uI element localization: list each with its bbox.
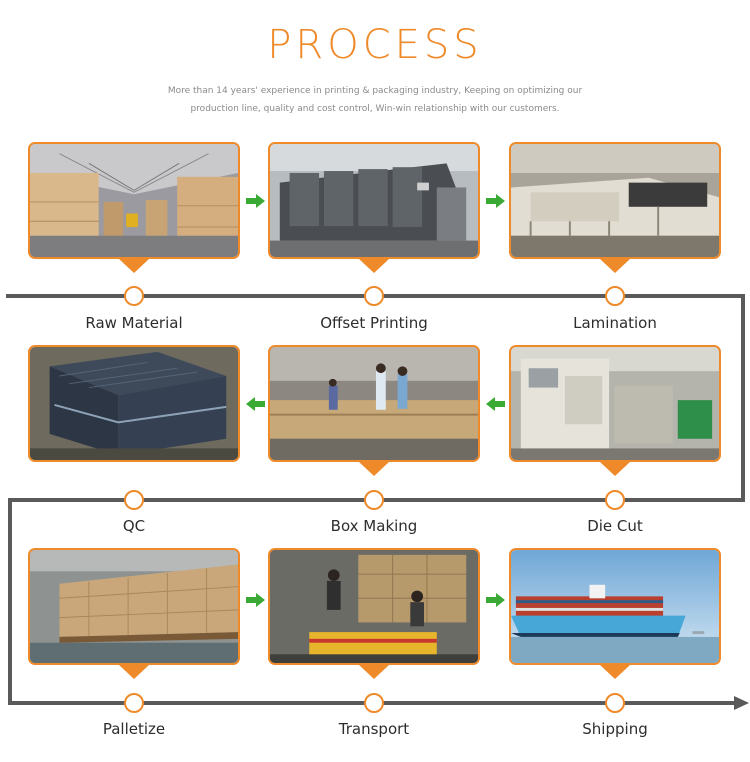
page-title: PROCESS [267, 22, 483, 68]
step-shipping-photo [509, 548, 721, 665]
printing-press-photo [270, 144, 478, 257]
subtitle-line-2: production line, quality and cost contro… [190, 104, 560, 114]
step-transport-node [364, 693, 384, 713]
step-transport-photo [268, 548, 480, 665]
lamination-machine-photo [511, 144, 719, 257]
arrow-right-3 [246, 593, 265, 607]
step-shipping-node [605, 693, 625, 713]
green-arrow-right-icon [486, 194, 505, 208]
step-box-making-node [364, 490, 384, 510]
warehouse-photo [30, 144, 238, 257]
step-box-making-pointer [359, 462, 389, 476]
box-making-workshop-photo [270, 347, 478, 460]
step-offset-printing-pointer [359, 259, 389, 273]
step-raw-material-photo [28, 142, 240, 259]
step-raw-material-label: Raw Material [85, 314, 183, 332]
step-box-making-photo [268, 345, 480, 462]
step-palletize-node [124, 693, 144, 713]
step-lamination-node [605, 286, 625, 306]
page-subtitle: More than 14 years' experience in printi… [150, 82, 600, 118]
step-lamination-photo [509, 142, 721, 259]
step-palletize-label: Palletize [102, 720, 166, 738]
arrow-right-4 [486, 593, 505, 607]
step-die-cut-photo [509, 345, 721, 462]
step-transport-label: Transport [338, 720, 410, 738]
arrow-left-2 [486, 397, 505, 411]
step-shipping-pointer [600, 665, 630, 679]
pallet-warehouse-photo [30, 550, 238, 663]
arrow-left-1 [246, 397, 265, 411]
step-transport-pointer [359, 665, 389, 679]
step-shipping-label: Shipping [582, 720, 648, 738]
step-die-cut-label: Die Cut [587, 517, 643, 535]
step-offset-printing-label: Offset Printing [320, 314, 428, 332]
step-qc-node [124, 490, 144, 510]
stacked-boxes-photo [30, 347, 238, 460]
arrow-right-2 [486, 194, 505, 208]
step-raw-material-pointer [119, 259, 149, 273]
flow-end-arrowhead [734, 696, 749, 710]
forklift-loading-photo [270, 550, 478, 663]
step-raw-material-node [124, 286, 144, 306]
step-palletize-photo [28, 548, 240, 665]
step-lamination-label: Lamination [573, 314, 657, 332]
green-arrow-left-icon [246, 397, 265, 411]
green-arrow-left-icon [486, 397, 505, 411]
die-cut-machine-photo [511, 347, 719, 460]
green-arrow-right-icon [486, 593, 505, 607]
step-offset-printing-photo [268, 142, 480, 259]
arrow-right-1 [246, 194, 265, 208]
container-ship-photo [511, 550, 719, 663]
green-arrow-right-icon [246, 194, 265, 208]
step-box-making-label: Box Making [330, 517, 418, 535]
step-palletize-pointer [119, 665, 149, 679]
subtitle-line-1: More than 14 years' experience in printi… [167, 86, 583, 96]
step-qc-label: QC [122, 517, 146, 535]
green-arrow-right-icon [246, 593, 265, 607]
step-die-cut-node [605, 490, 625, 510]
step-offset-printing-node [364, 286, 384, 306]
step-qc-photo [28, 345, 240, 462]
step-lamination-pointer [600, 259, 630, 273]
step-die-cut-pointer [600, 462, 630, 476]
